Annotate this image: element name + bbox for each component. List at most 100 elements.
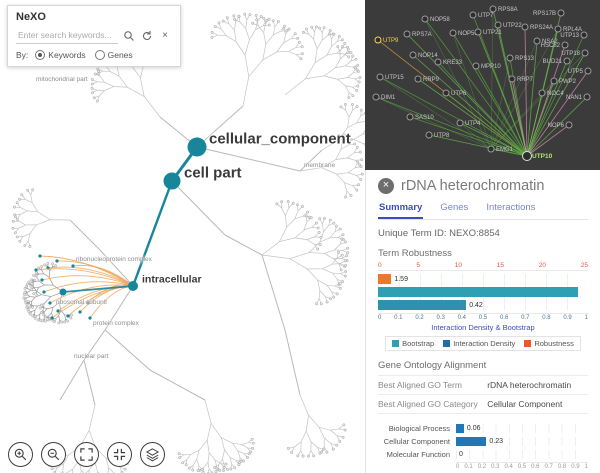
network-node[interactable] (374, 36, 382, 44)
robustness-bar-row: 0.42 (378, 300, 588, 310)
bar-robustness (378, 274, 392, 284)
go-chart-bar-area: 0.23 (456, 437, 588, 446)
network-node[interactable] (456, 119, 464, 127)
network-node[interactable] (557, 9, 565, 17)
search-icon[interactable] (122, 29, 136, 43)
network-node[interactable] (581, 49, 589, 57)
network-node[interactable] (469, 11, 477, 19)
axis-tick: 0.9 (563, 315, 572, 321)
network-node[interactable] (487, 145, 495, 153)
zoom-in-button[interactable] (8, 442, 33, 467)
radio-icon (35, 50, 46, 60)
network-node[interactable] (372, 93, 380, 101)
network-node[interactable] (489, 5, 497, 13)
network-node-label: RPL4A (563, 27, 582, 33)
term-node-intracellular[interactable] (128, 281, 138, 291)
network-node-label: NSA2 (542, 39, 558, 45)
network-node[interactable] (376, 73, 384, 81)
axis-tick: 0.9 (571, 464, 580, 470)
network-node[interactable] (563, 57, 571, 65)
network-node[interactable] (442, 89, 450, 97)
close-icon[interactable]: × (378, 178, 394, 194)
network-node[interactable] (533, 37, 541, 45)
network-node-label: HSC82 (541, 43, 561, 49)
network-node[interactable] (550, 77, 558, 85)
legend-label: Bootstrap (402, 339, 435, 348)
term-node-cell-part[interactable] (163, 172, 181, 190)
network-node[interactable] (554, 25, 562, 33)
network-node-label: PWP2 (559, 79, 577, 85)
network-node[interactable] (409, 51, 417, 59)
axis-tick: 15 (496, 262, 504, 269)
layers-icon (145, 447, 160, 462)
network-node[interactable] (474, 28, 482, 36)
alignment-row-value: Cellular Component (487, 399, 563, 409)
term-title: rDNA heterochromatin (401, 178, 545, 194)
go-chart-bar (456, 437, 487, 446)
alignment-row-label: Best Aligned GO Category (378, 399, 478, 409)
network-node[interactable] (522, 151, 532, 161)
search-mode-genes[interactable]: Genes (94, 50, 133, 60)
fit-selected-button[interactable] (107, 442, 132, 467)
network-node[interactable] (506, 54, 514, 62)
network-node[interactable] (449, 29, 457, 37)
network-node[interactable] (421, 15, 429, 23)
axis-tick: 0.3 (436, 315, 445, 321)
network-node[interactable] (434, 58, 442, 66)
bar-bootstrap (378, 287, 578, 297)
network-node-label: RPS13 (515, 56, 535, 62)
axis-tick: 5 (416, 262, 420, 269)
fit-content-button[interactable] (74, 442, 99, 467)
network-node[interactable] (538, 89, 546, 97)
axis-tick: 1 (584, 315, 588, 321)
axis-tick: 0.5 (478, 315, 488, 321)
layers-button[interactable] (140, 442, 165, 467)
network-node-label: NOP56 (458, 31, 478, 37)
search-mode-keywords[interactable]: Keywords (35, 50, 86, 60)
tab-interactions[interactable]: Interactions (486, 202, 536, 213)
axis-tick: 0.5 (517, 464, 527, 470)
axis-tick: 0.4 (504, 464, 513, 470)
network-node[interactable] (403, 30, 411, 38)
network-node[interactable] (425, 131, 433, 139)
network-node[interactable] (561, 41, 569, 49)
robustness-axis-label: Interaction Density & Bootstrap (431, 323, 535, 332)
robustness-section-title: Term Robustness (378, 248, 452, 259)
reset-icon[interactable] (140, 29, 154, 43)
axis-spacer (378, 462, 456, 470)
axis-tick: 0.4 (457, 315, 466, 321)
network-node[interactable] (494, 21, 502, 29)
term-node-cluster[interactable] (59, 288, 67, 296)
axis-tick: 0.2 (477, 464, 487, 470)
network-node[interactable] (472, 62, 480, 70)
zoom-out-button[interactable] (41, 442, 66, 467)
tab-genes[interactable]: Genes (440, 202, 469, 213)
axis-tick: 0 (378, 262, 382, 269)
network-node[interactable] (508, 75, 516, 83)
network-node[interactable] (584, 67, 592, 75)
network-node-label: RRP9 (423, 77, 440, 83)
term-node-cellular-component[interactable] (187, 137, 207, 157)
axis-tick: 0.3 (491, 464, 500, 470)
network-node-label: RPS17B (533, 11, 556, 17)
network-node[interactable] (414, 75, 422, 83)
network-node-label: UTP10 (532, 153, 553, 160)
network-node[interactable] (406, 113, 414, 121)
network-node-label: NOC4 (547, 91, 564, 97)
network-node[interactable] (580, 31, 588, 39)
search-input[interactable] (16, 27, 118, 44)
network-node[interactable] (565, 121, 573, 129)
network-node[interactable] (521, 23, 529, 31)
network-node[interactable] (583, 93, 591, 101)
network-node-label: UTP5 (568, 69, 584, 75)
clear-icon[interactable]: × (162, 30, 168, 41)
network-node-label: NOP58 (430, 17, 450, 23)
tab-summary[interactable]: Summary (378, 202, 424, 219)
